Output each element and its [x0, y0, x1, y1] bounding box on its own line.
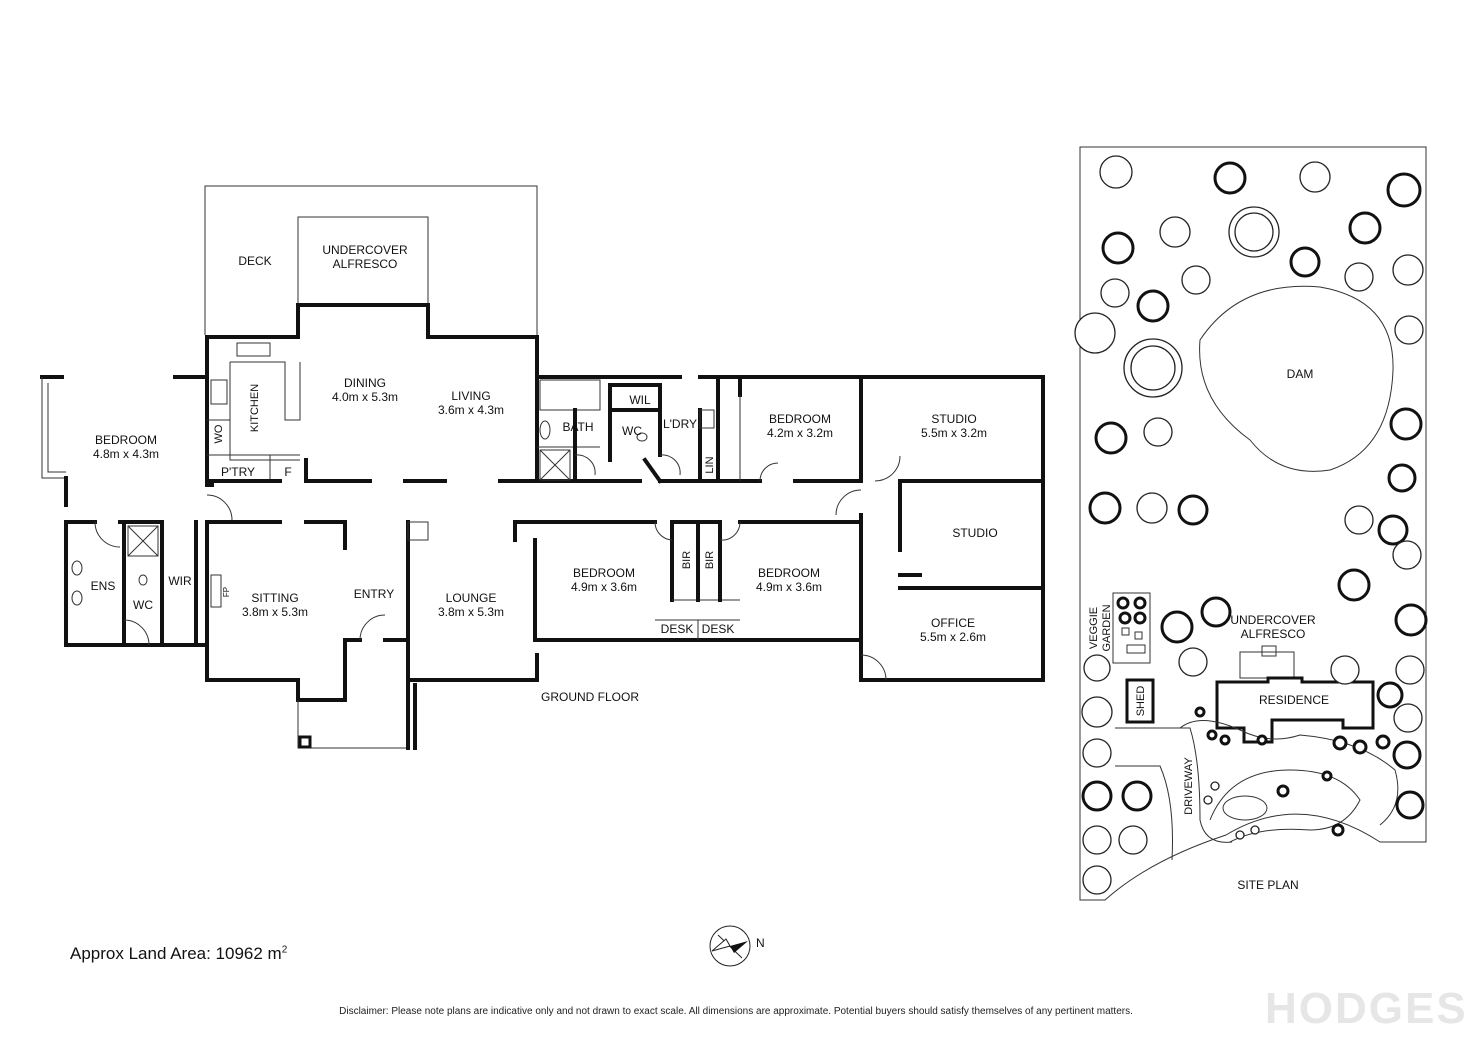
disclaimer: Disclaimer: Please note plans are indica…: [339, 1006, 1133, 1017]
room-living-size: 3.6m x 4.3m: [438, 403, 504, 417]
room-studio2: STUDIO: [952, 526, 997, 540]
room-studio1-size: 5.5m x 3.2m: [921, 426, 987, 440]
room-bedroom2-size: 4.2m x 3.2m: [767, 426, 833, 440]
room-fp: FP: [222, 587, 231, 597]
veggie-shrub: [1116, 596, 1130, 610]
room-labels: DECK UNDERCOVER ALFRESCO BEDROOM 4.8m x …: [91, 243, 998, 704]
room-sitting-name: SITTING: [251, 591, 298, 605]
driveway-edge-left: [1115, 765, 1173, 861]
room-sitting-size: 3.8m x 5.3m: [242, 605, 308, 619]
compass-icon: N: [709, 925, 765, 967]
room-office-size: 5.5m x 2.6m: [920, 630, 986, 644]
veggie-label-line2: GARDEN: [1101, 604, 1113, 651]
room-lounge-name: LOUNGE: [446, 591, 497, 605]
shed-building: [1125, 678, 1155, 724]
compass-label: N: [756, 936, 765, 950]
room-bir1: BIR: [681, 551, 693, 569]
tree: [1099, 155, 1133, 189]
residence-label: RESIDENCE: [1259, 693, 1329, 707]
land-area-label: Approx Land Area: 10962 m: [70, 944, 282, 963]
veggie-label-line1: VEGGIE: [1088, 607, 1100, 649]
door-swings: [71, 420, 901, 681]
room-f: F: [284, 465, 291, 479]
room-entry: ENTRY: [354, 587, 394, 601]
room-bedroom3-name: BEDROOM: [573, 566, 635, 580]
shed-label: SHED: [1135, 686, 1147, 717]
room-dining-size: 4.0m x 5.3m: [332, 390, 398, 404]
site-trees: [1074, 155, 1428, 895]
room-wc1: WC: [133, 598, 153, 612]
site-plan-label: SITE PLAN: [1237, 878, 1298, 892]
land-area-unit-sup: 2: [281, 944, 288, 956]
dam-label: DAM: [1287, 367, 1314, 381]
room-lounge-size: 3.8m x 5.3m: [438, 605, 504, 619]
room-living-name: LIVING: [451, 389, 490, 403]
room-bedroom4-size: 4.9m x 3.6m: [756, 580, 822, 594]
room-wc2: WC: [622, 424, 642, 438]
room-bedroom1-name: BEDROOM: [95, 433, 157, 447]
driveway-edge-right: [1115, 727, 1233, 843]
room-bir2: BIR: [704, 551, 716, 569]
room-wir: WIR: [168, 574, 192, 588]
room-desk2: DESK: [702, 622, 735, 636]
room-wil: WIL: [629, 393, 651, 407]
room-bath: BATH: [562, 420, 593, 434]
dam-outline: [1199, 285, 1394, 472]
garden-bed-oval: [1222, 795, 1268, 821]
house-walls: [40, 303, 1045, 750]
veggie-garden-plot: [1112, 592, 1151, 664]
site-alfresco-line1: UNDERCOVER: [1230, 613, 1316, 627]
site-boundary: [1079, 146, 1427, 901]
room-deck: DECK: [238, 254, 271, 268]
room-desk1: DESK: [661, 622, 694, 636]
room-dining-name: DINING: [344, 376, 386, 390]
room-bedroom2-name: BEDROOM: [769, 412, 831, 426]
driveway-label: DRIVEWAY: [1183, 757, 1195, 815]
room-ens: ENS: [91, 579, 116, 593]
room-bedroom3-size: 4.9m x 3.6m: [571, 580, 637, 594]
deck-outline: [204, 185, 538, 337]
room-alfresco-line1: UNDERCOVER: [322, 243, 408, 257]
room-bedroom4-name: BEDROOM: [758, 566, 820, 580]
room-pantry: P'TRY: [221, 465, 255, 479]
room-kitchen: KITCHEN: [249, 384, 261, 432]
residence-building: [1215, 676, 1375, 744]
room-alfresco-line2: ALFRESCO: [333, 257, 398, 271]
room-laundry: L'DRY: [663, 417, 697, 431]
room-office-name: OFFICE: [931, 616, 975, 630]
floor-label: GROUND FLOOR: [541, 690, 639, 704]
site-alfresco-line2: ALFRESCO: [1241, 627, 1306, 641]
site-plan: DAM VEGGIE GARDEN SHED RESIDENCE UNDERCO…: [1074, 146, 1428, 901]
room-lin: LIN: [704, 456, 716, 473]
agency-watermark: HODGES: [1265, 984, 1468, 1033]
land-area: Approx Land Area: 10962 m2: [70, 944, 287, 964]
room-bedroom1-size: 4.8m x 4.3m: [93, 447, 159, 461]
room-wo: WO: [213, 424, 225, 443]
room-studio1-name: STUDIO: [931, 412, 976, 426]
